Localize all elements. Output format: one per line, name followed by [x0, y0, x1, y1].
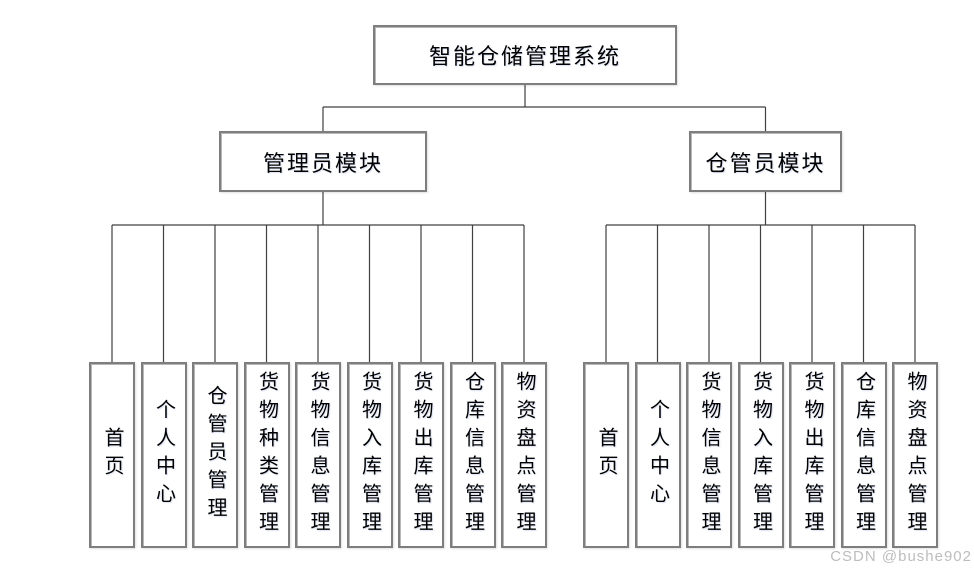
leaf-box-0-4: 货物信息管理 — [295, 362, 341, 548]
leaf-box-0-6: 货物出库管理 — [398, 362, 444, 548]
leaf-box-1-5-label: 仓库信息管理 — [852, 371, 875, 539]
leaf-box-0-2: 仓管员管理 — [192, 362, 238, 548]
leaf-box-0-5: 货物入库管理 — [346, 362, 393, 548]
leaf-box-1-1: 个人中心 — [634, 362, 681, 548]
leaf-box-0-8: 物资盘点管理 — [501, 362, 547, 548]
module-box-1-label: 仓管员模块 — [705, 150, 826, 176]
leaf-box-0-5-label: 货物入库管理 — [358, 371, 381, 539]
leaf-box-0-4-label: 货物信息管理 — [307, 371, 329, 539]
leaf-box-0-6-label: 货物出库管理 — [410, 371, 432, 539]
module-box-0-label: 管理员模块 — [262, 150, 383, 176]
leaf-box-1-5: 仓库信息管理 — [840, 362, 887, 548]
module-box-1: 仓管员模块 — [689, 131, 842, 192]
leaf-box-1-0-label: 首页 — [595, 427, 617, 483]
watermark: CSDN @bushe902 — [830, 548, 972, 565]
leaf-box-1-3-label: 货物入库管理 — [749, 371, 772, 539]
leaf-box-0-3-label: 货物种类管理 — [255, 371, 278, 539]
leaf-box-0-2-label: 仓管员管理 — [204, 385, 226, 525]
leaf-box-1-1-label: 个人中心 — [646, 399, 669, 511]
leaf-box-0-8-label: 物资盘点管理 — [513, 371, 535, 539]
leaf-box-1-6: 物资盘点管理 — [892, 362, 938, 548]
leaf-box-1-2: 货物信息管理 — [686, 362, 732, 548]
leaf-box-0-3: 货物种类管理 — [243, 362, 290, 548]
leaf-box-1-4-label: 货物出库管理 — [801, 371, 823, 539]
leaf-box-1-3: 货物入库管理 — [737, 362, 784, 548]
root-box: 智能仓储管理系统 — [373, 25, 677, 85]
leaf-box-1-4: 货物出库管理 — [789, 362, 835, 548]
leaf-box-0-1-label: 个人中心 — [152, 399, 175, 511]
module-box-0: 管理员模块 — [219, 131, 427, 192]
leaf-box-1-0: 首页 — [583, 362, 629, 548]
root-label: 智能仓储管理系统 — [428, 44, 621, 69]
leaf-box-1-6-label: 物资盘点管理 — [904, 371, 926, 539]
leaf-box-0-0-label: 首页 — [101, 427, 123, 483]
leaf-box-0-0: 首页 — [89, 362, 135, 548]
leaf-box-0-7: 仓库信息管理 — [449, 362, 496, 548]
leaf-box-1-2-label: 货物信息管理 — [698, 371, 720, 539]
leaf-box-0-1: 个人中心 — [140, 362, 187, 548]
leaf-box-0-7-label: 仓库信息管理 — [461, 371, 484, 539]
